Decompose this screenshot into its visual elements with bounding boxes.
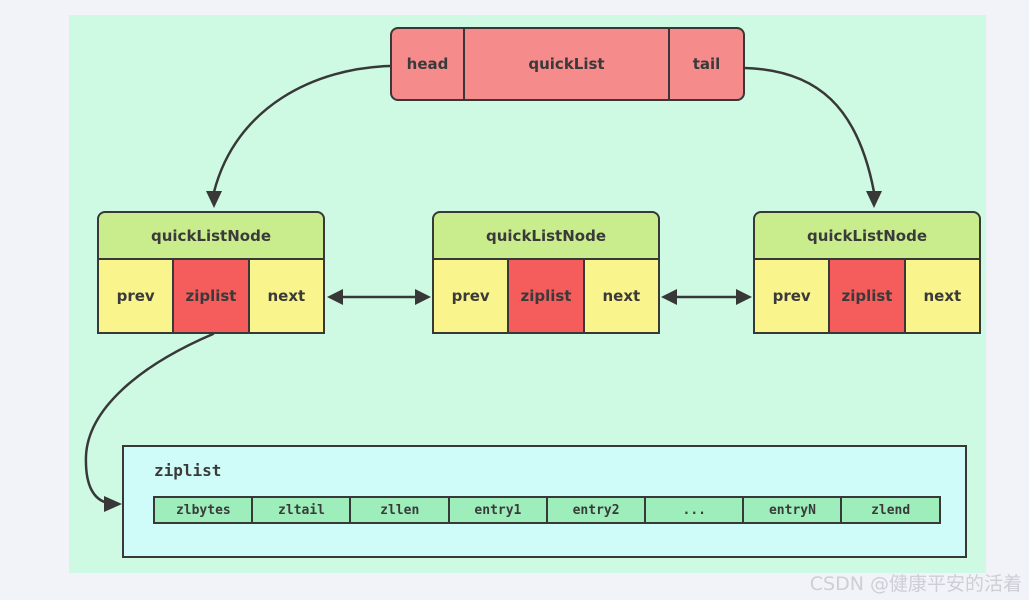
node-1-ziplist-cell: ziplist xyxy=(172,260,250,332)
node-2-prev-cell: prev xyxy=(434,260,508,332)
node-3-ziplist-cell: ziplist xyxy=(828,260,906,332)
ziplist-cell-entry1: entry1 xyxy=(447,496,549,524)
node-3-next-cell: next xyxy=(905,260,979,332)
node-2-next-cell: next xyxy=(584,260,658,332)
quicklistnode-1-title: quickListNode xyxy=(97,211,325,260)
node-3-prev-cell: prev xyxy=(755,260,829,332)
quicklist-tail-cell: tail xyxy=(668,29,743,99)
quicklist-box: head quickList tail xyxy=(390,27,745,101)
quicklistnode-2: quickListNode prev ziplist next xyxy=(432,211,660,334)
ziplist-cell-zlend: zlend xyxy=(840,496,941,524)
ziplist-cell-entry2: entry2 xyxy=(545,496,647,524)
node-1-prev-cell: prev xyxy=(99,260,173,332)
node-2-ziplist-cell: ziplist xyxy=(507,260,585,332)
quicklist-head-cell: head xyxy=(392,29,465,99)
quicklistnode-3-title: quickListNode xyxy=(753,211,981,260)
ziplist-box-label: ziplist xyxy=(154,461,222,480)
quicklistnode-2-title: quickListNode xyxy=(432,211,660,260)
ziplist-cell-zllen: zllen xyxy=(349,496,451,524)
ziplist-cell-zlbytes: zlbytes xyxy=(153,496,254,524)
ziplist-row: zlbytes zltail zllen entry1 entry2 ... e… xyxy=(153,496,941,524)
ziplist-cell-ellipsis: ... xyxy=(643,496,745,524)
quicklistnode-1: quickListNode prev ziplist next xyxy=(97,211,325,334)
quicklist-title-cell: quickList xyxy=(528,55,605,73)
quicklistnode-3: quickListNode prev ziplist next xyxy=(753,211,981,334)
ziplist-cell-zltail: zltail xyxy=(251,496,352,524)
watermark: CSDN @健康平安的活着 xyxy=(809,573,1022,595)
ziplist-box: ziplist zlbytes zltail zllen entry1 entr… xyxy=(122,445,967,558)
ziplist-cell-entryN: entryN xyxy=(742,496,843,524)
node-1-next-cell: next xyxy=(249,260,323,332)
